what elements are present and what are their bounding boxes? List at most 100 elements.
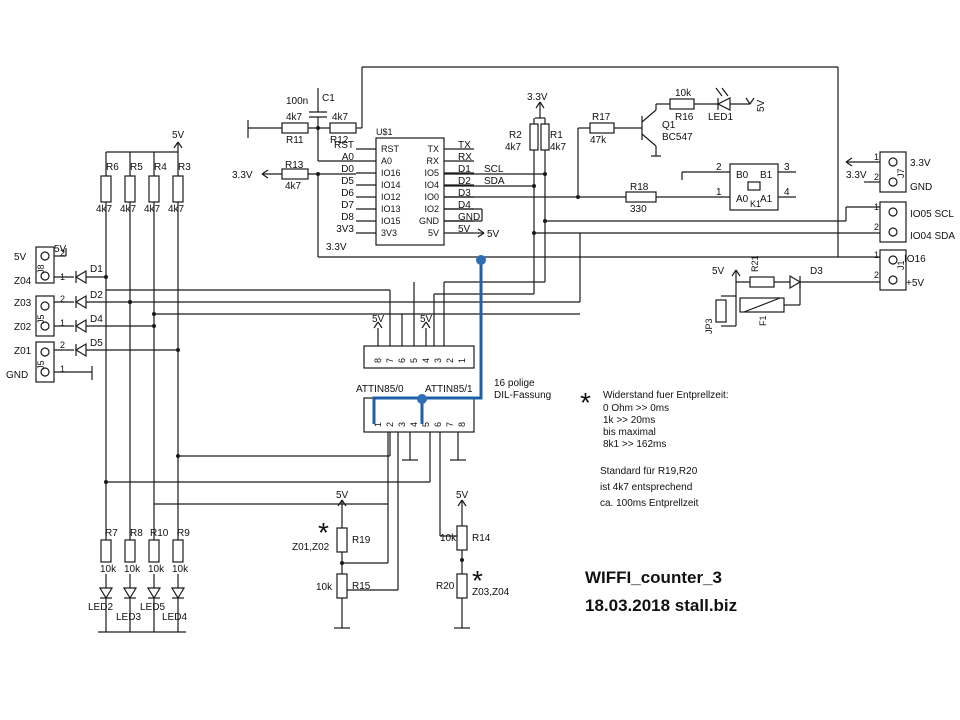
- esp-pin-label: GND: [458, 212, 480, 223]
- esp-pin-label: D7: [341, 200, 354, 211]
- esp-pin-label: 3V3: [336, 224, 354, 235]
- relay-a0: A0: [736, 194, 749, 205]
- connector-j5-top: Z03 Z02 J5 2 1: [14, 294, 65, 337]
- c1-label: C1: [322, 93, 335, 104]
- note-line-4: 8k1 >> 162ms: [603, 439, 666, 450]
- d4-label: D4: [90, 314, 103, 325]
- signal-lines: [104, 233, 581, 505]
- attin1-label: ATTIN85/1: [425, 384, 473, 395]
- esp-inner-label: IO2: [424, 204, 439, 214]
- capacitor-c1: 100n C1 4k7 R11 4k7 R12: [247, 88, 362, 162]
- r19-asterisk: *: [318, 517, 329, 548]
- esp-inner-label: A0: [381, 156, 392, 166]
- j4-gnd-label: GND: [6, 370, 28, 381]
- attiny1-pin: 4: [409, 422, 419, 427]
- relay-b1: B1: [760, 170, 773, 181]
- r5-label: R5: [130, 162, 143, 173]
- d3-label: D3: [810, 266, 823, 277]
- j2-io05: IO05 SCL: [910, 209, 954, 220]
- attiny0-pin: 1: [457, 358, 467, 363]
- top-bus: [361, 66, 839, 257]
- q1-label: Q1: [662, 120, 676, 131]
- debounce-note: * Widerstand fuer Entprellzeit: 0 Ohm >>…: [580, 387, 729, 509]
- led1-supply: 5V: [756, 99, 767, 112]
- esp-inner-label: IO15: [381, 216, 401, 226]
- r20-asterisk: *: [472, 565, 483, 596]
- esp-pin-label: RX: [458, 152, 472, 163]
- esp-inner-label: IO4: [424, 180, 439, 190]
- j4-label: J5: [36, 360, 46, 370]
- esp-pin-label: D1: [458, 164, 471, 175]
- attiny0-pin: 8: [373, 358, 383, 363]
- r16-label: R16: [675, 112, 694, 123]
- att0-5v: 5V: [372, 314, 385, 325]
- attiny1-pin: 3: [397, 422, 407, 427]
- esp-inner-label: RST: [381, 144, 400, 154]
- note-asterisk: *: [580, 387, 591, 418]
- r3-label: R3: [178, 162, 191, 173]
- sda-net: SDA: [484, 176, 505, 187]
- attiny0-pin: 5: [409, 358, 419, 363]
- r21-label: R21: [750, 255, 760, 272]
- r1-value: 4k7: [550, 142, 567, 153]
- esp-inner-label: IO16: [381, 168, 401, 178]
- r4-value: 4k7: [144, 204, 161, 215]
- r9-label: R9: [177, 528, 190, 539]
- dil-label-1: 16 polige: [494, 378, 535, 389]
- esp-inner-label: IO0: [424, 192, 439, 202]
- esp-pin-label: TX: [458, 140, 471, 151]
- r11-label: R11: [286, 135, 304, 146]
- esp-pin-label: D3: [458, 188, 471, 199]
- esp-5v-supply: 5V: [487, 229, 500, 240]
- r5-value: 4k7: [120, 204, 137, 215]
- r1r2-supply: 3.3V: [527, 92, 548, 103]
- led3-label: LED3: [116, 612, 141, 623]
- r13-value: 4k7: [285, 181, 302, 192]
- r14-supply: 5V: [456, 490, 469, 501]
- r3-value: 4k7: [168, 204, 185, 215]
- input-diodes: D1 D2 D4 D5: [54, 264, 180, 358]
- i2c-lines: [444, 206, 880, 235]
- u1-label: U$1: [376, 127, 393, 137]
- r17-value: 47k: [590, 135, 607, 146]
- dil-label-2: DIL-Fassung: [494, 390, 551, 401]
- r12-label: R12: [330, 135, 349, 146]
- r8-label: R8: [130, 528, 143, 539]
- note-line-1: 0 Ohm >> 0ms: [603, 403, 669, 414]
- r6-value: 4k7: [96, 204, 113, 215]
- j4-z01-label: Z01: [14, 346, 32, 357]
- j1-plus5v: +5V: [906, 278, 924, 289]
- r7-label: R7: [105, 528, 118, 539]
- note-line-2: 1k >> 20ms: [603, 415, 655, 426]
- esp-inner-label: TX: [427, 144, 439, 154]
- attiny0-pin: 6: [397, 358, 407, 363]
- j7-pin2: 2: [874, 172, 879, 182]
- j8-z04-label: Z04: [14, 276, 32, 287]
- i2c-pullups: 3.3V R2 4k7 R1 4k7 SCL SDA: [444, 92, 567, 294]
- r13-label: R13: [285, 160, 304, 171]
- d2-label: D2: [90, 290, 103, 301]
- connector-j7: 1 2 3.3V GND 3.3V J7: [845, 151, 932, 193]
- attin0-label: ATTIN85/0: [356, 384, 404, 395]
- esp-inner-label: IO14: [381, 180, 401, 190]
- title-block: WIFFI_counter_3 18.03.2018 stall.biz: [585, 568, 737, 615]
- att1-5v: 5V: [420, 314, 433, 325]
- attiny0-pin: 4: [421, 358, 431, 363]
- r10-label: R10: [150, 528, 169, 539]
- j7-pin1: 1: [874, 152, 879, 162]
- r11-value: 4k7: [286, 112, 303, 123]
- j7-left-3v3: 3.3V: [846, 170, 867, 181]
- relay-b0: B0: [736, 170, 749, 181]
- left-5v: 5V: [172, 130, 185, 141]
- j8-5v-label: 5V: [14, 252, 27, 263]
- q1-type: BC547: [662, 132, 693, 143]
- left-pullups: 5V R6 R5 R4 R3 4k7 4k7 4k7 4k7: [96, 130, 191, 540]
- f1-label: F1: [758, 315, 768, 326]
- connector-j2: 1 2 IO05 SCL IO04 SDA: [874, 201, 955, 243]
- c1-value: 100n: [286, 96, 308, 107]
- attiny0-pin: 7: [385, 358, 395, 363]
- esp-inner-label: IO5: [424, 168, 439, 178]
- esp-3v3-supply: 3.3V: [326, 242, 347, 253]
- note-title: Widerstand fuer Entprellzeit:: [603, 390, 729, 401]
